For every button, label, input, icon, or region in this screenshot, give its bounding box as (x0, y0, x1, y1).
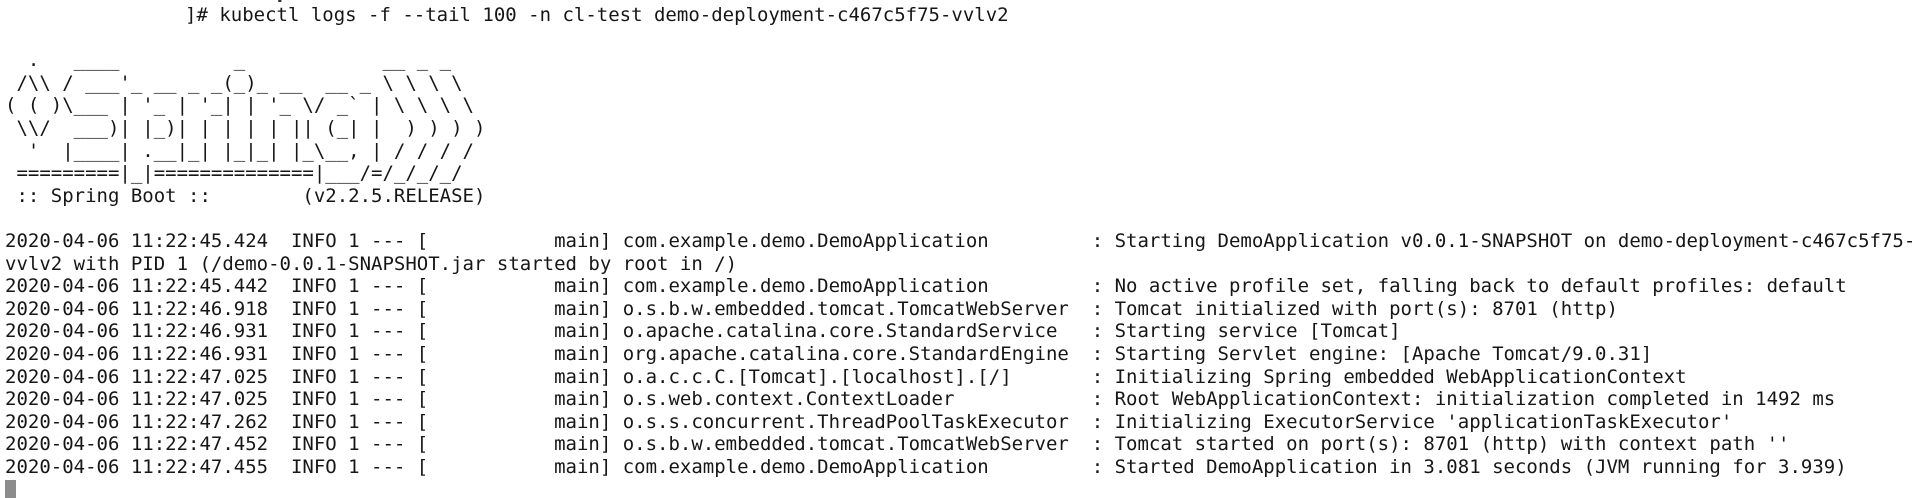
log-line: 2020-04-06 11:22:46.931 INFO 1 --- [ mai… (5, 342, 1653, 365)
log-line: 2020-04-06 11:22:47.452 INFO 1 --- [ mai… (5, 433, 1790, 456)
cutoff-glyph: ˘ (150, 0, 166, 10)
banner-art-line: . ____ _ __ _ _ (5, 49, 452, 72)
spring-boot-banner: . ____ _ __ _ _ /\\ / ___'_ __ _ _(_)_ _… (5, 27, 1924, 230)
banner-art-line: ' |____| .__|_| |_|_| |_\__, | / / / / (5, 139, 474, 162)
log-line: 2020-04-06 11:22:46.918 INFO 1 --- [ mai… (5, 297, 1618, 320)
banner-art-line (5, 27, 1924, 50)
banner-art-line: ( ( )\___ | '_ | '_| | '_ \/ _` | \ \ \ … (5, 94, 474, 117)
log-output: 2020-04-06 11:22:45.424 INFO 1 --- [ mai… (5, 230, 1924, 479)
log-line: 2020-04-06 11:22:47.455 INFO 1 --- [ mai… (5, 455, 1847, 478)
banner-art-line: /\\ / ___'_ __ _ _(_)_ __ __ _ \ \ \ \ (5, 71, 463, 94)
banner-art-line: \\/ ___)| |_)| | | | | || (_| | ) ) ) ) (5, 116, 486, 139)
terminal-cursor (5, 480, 17, 498)
log-line: 2020-04-06 11:22:45.442 INFO 1 --- [ mai… (5, 275, 1847, 298)
log-line: 2020-04-06 11:22:46.931 INFO 1 --- [ mai… (5, 320, 1401, 343)
command-line: ]# kubectl logs -f --tail 100 -n cl-test… (5, 4, 1924, 27)
log-line: vvlv2 with PID 1 (/demo-0.0.1-SNAPSHOT.j… (5, 252, 738, 275)
blank-line (5, 207, 1924, 230)
log-line: 2020-04-06 11:22:47.262 INFO 1 --- [ mai… (5, 410, 1733, 433)
command-text: ]# kubectl logs -f --tail 100 -n cl-test… (185, 4, 1009, 26)
banner-art-line: =========|_|==============|___/=/_/_/_/ (5, 162, 463, 185)
log-line: 2020-04-06 11:22:45.424 INFO 1 --- [ mai… (5, 229, 1916, 252)
log-line: 2020-04-06 11:22:47.025 INFO 1 --- [ mai… (5, 365, 1687, 388)
banner-version-line: :: Spring Boot :: (v2.2.5.RELEASE) (5, 184, 486, 207)
cutoff-glyph: . (272, 0, 288, 7)
log-line: 2020-04-06 11:22:47.025 INFO 1 --- [ mai… (5, 388, 1836, 411)
cursor-line (5, 478, 1924, 498)
